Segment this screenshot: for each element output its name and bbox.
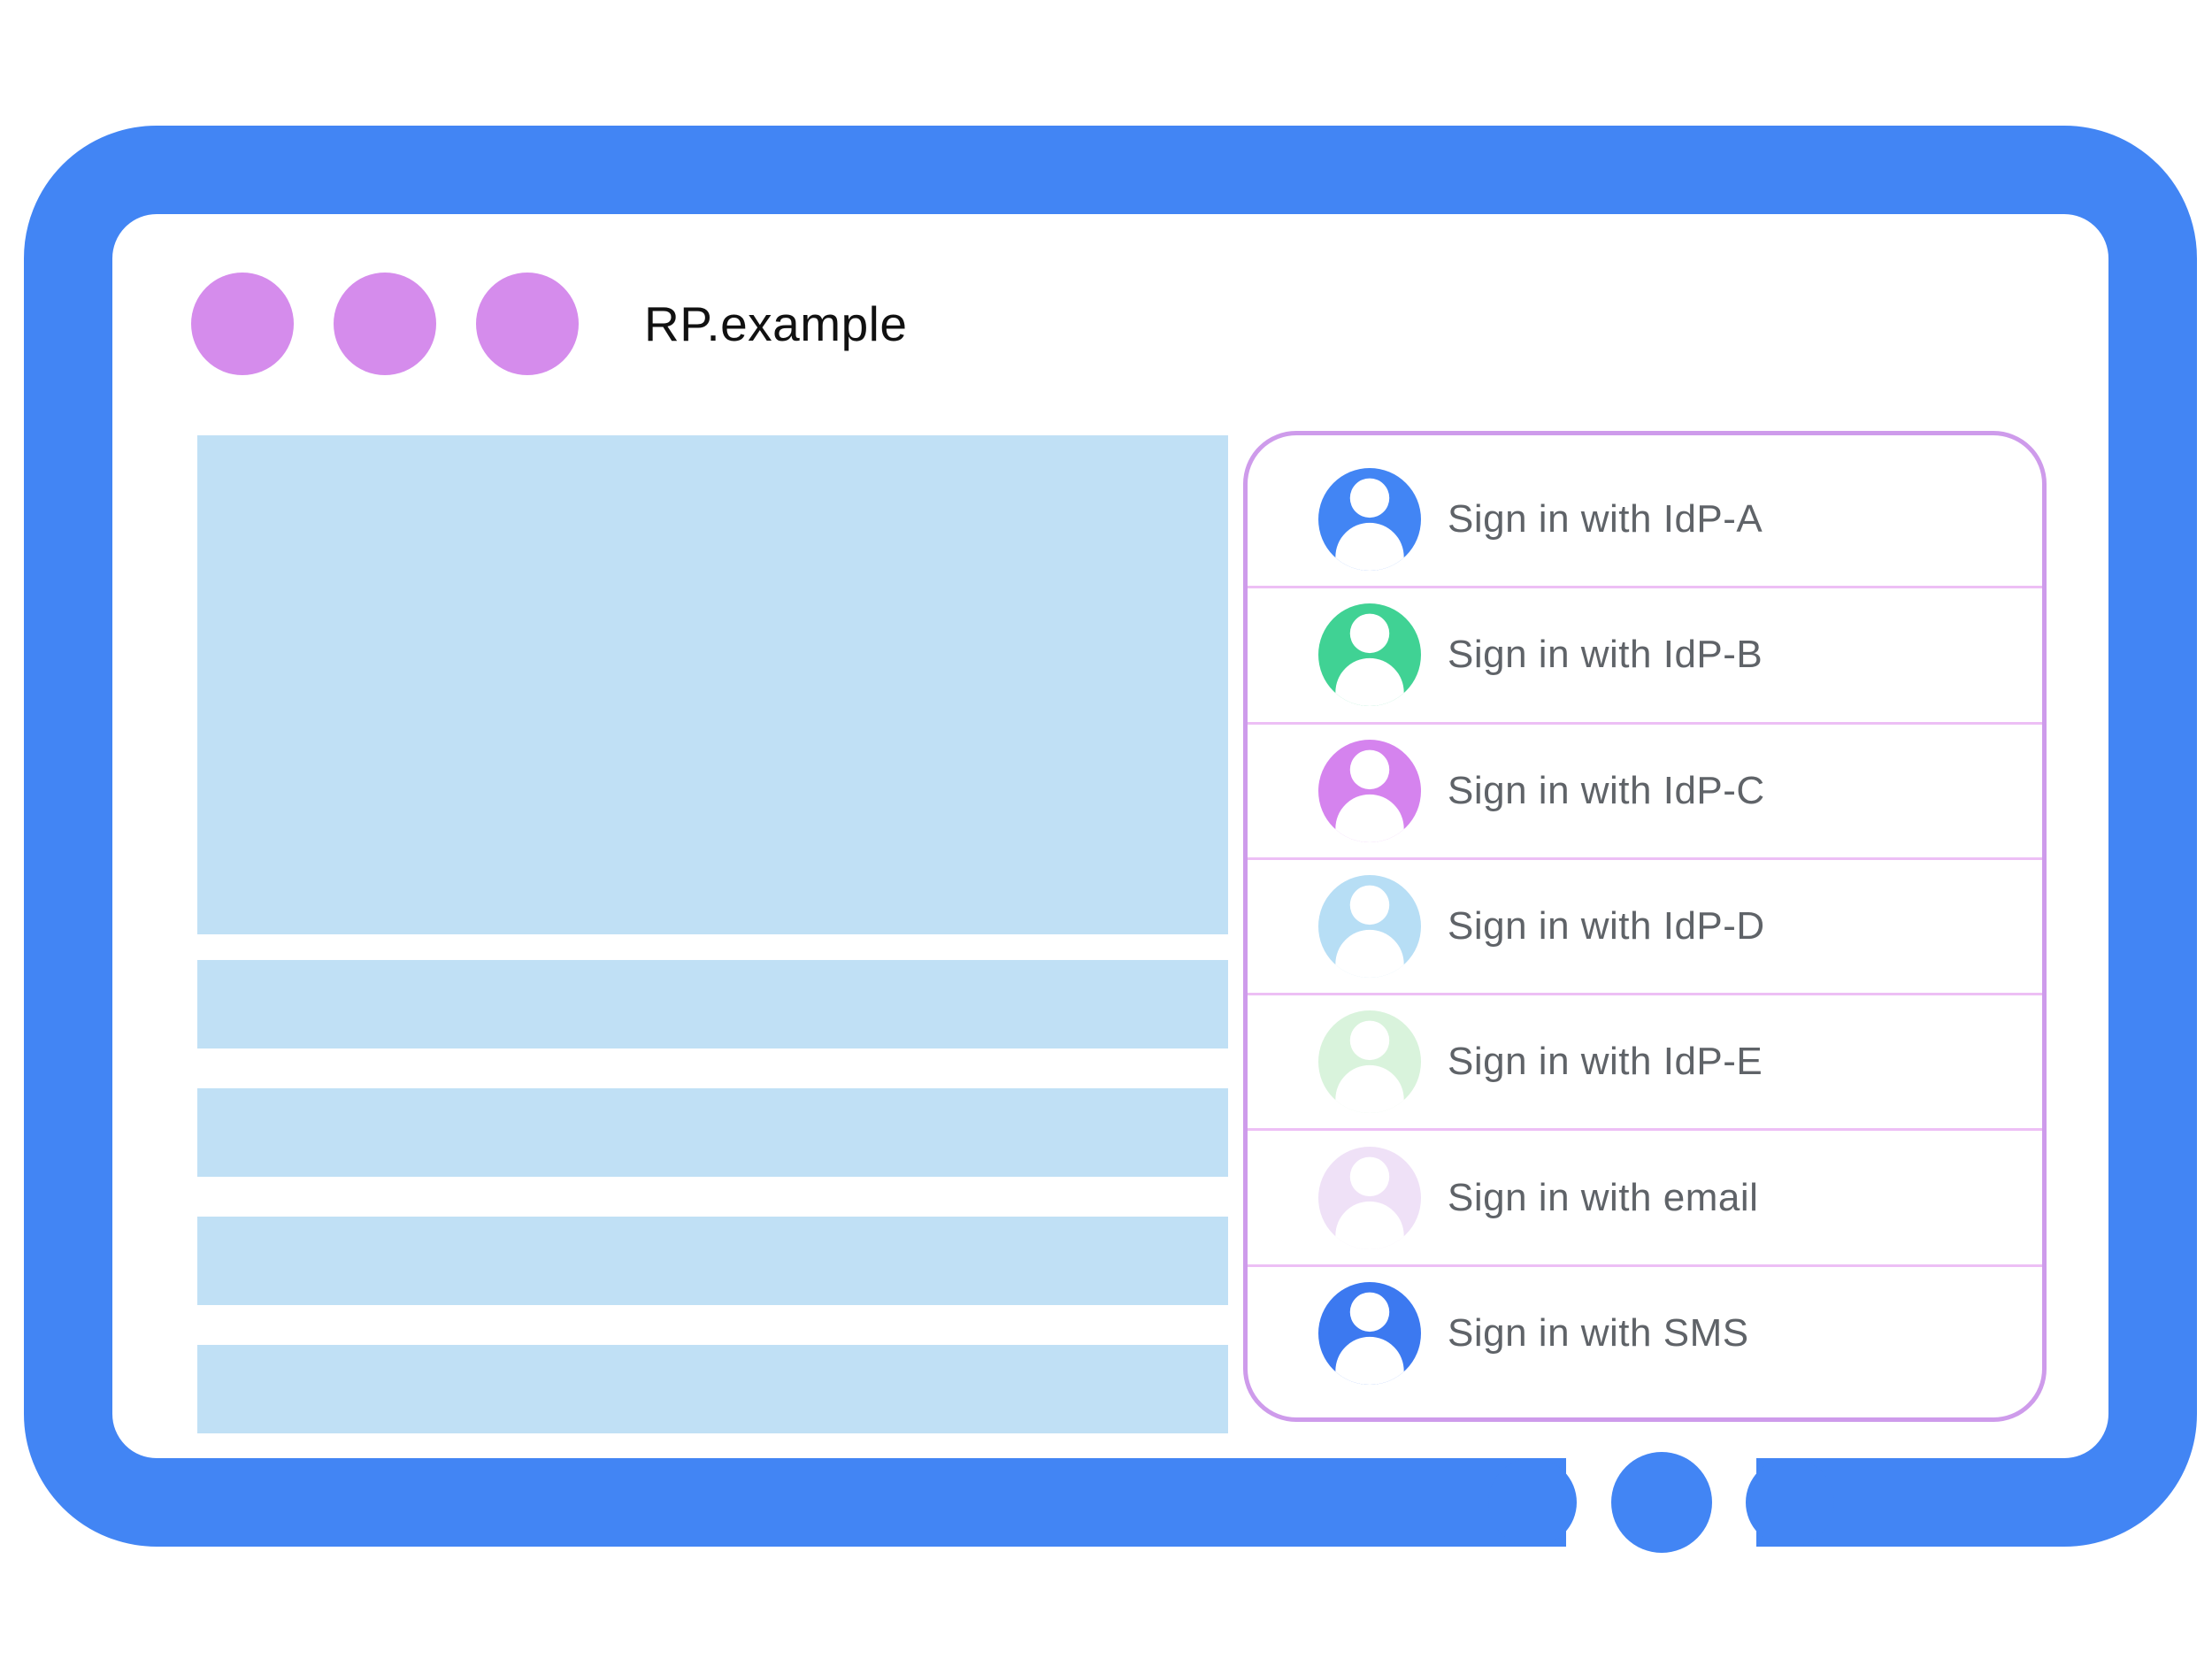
signin-option-idp-b[interactable]: Sign in with IdP-B [1248,586,2042,721]
user-avatar-icon [1318,1010,1421,1113]
content-placeholder-hero [197,435,1228,934]
signin-option-idp-e[interactable]: Sign in with IdP-E [1248,993,2042,1128]
signin-option-idp-a[interactable]: Sign in with IdP-A [1248,453,2042,586]
window-control-dot [191,273,294,375]
content-placeholder-bar [197,960,1228,1048]
user-avatar-icon [1318,603,1421,706]
frame-bottom-bar-left-cap [1488,1458,1577,1547]
signin-option-label: Sign in with IdP-A [1448,497,1763,541]
content-placeholder-bar [197,1345,1228,1433]
user-avatar-icon [1318,1147,1421,1249]
content-placeholder-bar [197,1088,1228,1177]
signin-option-email[interactable]: Sign in with email [1248,1128,2042,1263]
signin-option-label: Sign in with IdP-C [1448,768,1765,812]
signin-option-label: Sign in with email [1448,1175,1759,1219]
signin-option-label: Sign in with SMS [1448,1310,1749,1355]
user-avatar-icon [1318,468,1421,571]
user-avatar-icon [1318,875,1421,978]
user-avatar-icon [1318,740,1421,842]
signin-option-label: Sign in with IdP-E [1448,1040,1763,1084]
signin-option-label: Sign in with IdP-B [1448,633,1763,677]
signin-option-idp-d[interactable]: Sign in with IdP-D [1248,856,2042,993]
user-avatar-icon [1318,1282,1421,1385]
signin-option-idp-c[interactable]: Sign in with IdP-C [1248,721,2042,857]
frame-bottom-bar-right-cap [1746,1458,1834,1547]
page-title: RP.example [644,296,908,351]
window-control-dot [476,273,579,375]
signin-account-chooser: Sign in with IdP-A Sign in with IdP-B Si… [1243,431,2047,1422]
home-button-dot [1611,1452,1712,1553]
window-control-dot [334,273,436,375]
signin-option-label: Sign in with IdP-D [1448,903,1765,948]
signin-option-sms[interactable]: Sign in with SMS [1248,1263,2042,1400]
content-placeholder-bar [197,1217,1228,1305]
